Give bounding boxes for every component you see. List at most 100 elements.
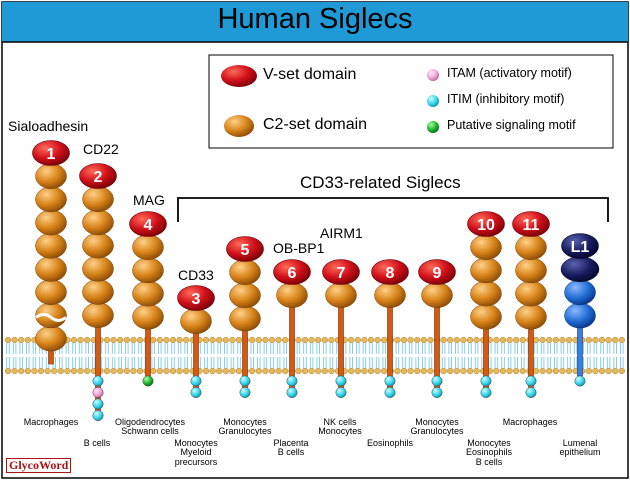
v-set-domain [371, 259, 409, 285]
lipid-head [282, 336, 289, 344]
putative-motif [142, 375, 154, 387]
lipid-head [361, 336, 368, 344]
lipid-head [216, 367, 223, 375]
lipid-head [222, 367, 229, 375]
c2-set-domain [35, 256, 67, 282]
lipid-head [546, 367, 553, 375]
lipid-head [295, 336, 302, 344]
lipid-head [295, 367, 302, 375]
lipid-head [367, 336, 375, 344]
lipid-head [123, 367, 130, 375]
lipid-head [150, 336, 157, 344]
c2-set-domain [515, 234, 547, 260]
cell-label-siglec5: Monocytes Granulocytes [218, 417, 272, 437]
c2-set-domain [421, 282, 453, 308]
lipid-head [519, 336, 526, 344]
siglec-10: 10 [467, 211, 505, 398]
itim-motif [384, 375, 396, 387]
lipid-head [354, 367, 361, 375]
cd33-group-bracket [177, 197, 609, 222]
lipid-head [605, 367, 612, 375]
c2-set-domain [82, 302, 114, 328]
lipid-head [427, 367, 434, 375]
cd33-group-label: CD33-related Siglecs [300, 173, 461, 192]
siglec-6: 6 [273, 259, 311, 398]
lipid-head [183, 367, 190, 375]
lipid-head [328, 336, 335, 344]
c2-set-domain [229, 259, 261, 285]
name-obbp1: OB-BP1 [273, 240, 325, 256]
lipid-head [169, 367, 177, 375]
lipid-head [222, 336, 229, 344]
lipid-head [235, 336, 243, 344]
lipid-head [374, 336, 381, 344]
lipid-head [229, 336, 236, 344]
lipid-head [262, 367, 269, 375]
lipid-head [51, 367, 58, 375]
lipid-head [394, 367, 401, 375]
legend-putative-swatch [427, 121, 439, 133]
itim-motif [384, 387, 396, 398]
lipid-head [420, 367, 427, 375]
lipid-head [506, 336, 513, 344]
itim-motif [480, 375, 492, 387]
lipid-head [308, 367, 315, 375]
lipid-head [539, 336, 546, 344]
lipid-head [315, 367, 322, 375]
c2-set-domain [470, 280, 502, 307]
lipid-head [321, 336, 328, 344]
siglec-number-badge: 2 [94, 169, 103, 186]
lipid-head [453, 336, 460, 344]
c2-set-domain [515, 280, 547, 307]
legend-itam-swatch [427, 69, 439, 81]
lipid-head [321, 367, 328, 375]
lipid-head [618, 336, 625, 344]
c2-set-domain [180, 308, 212, 334]
itim-motif [92, 410, 104, 421]
legend-putative-label: Putative signaling motif [447, 118, 576, 132]
lipid-head [176, 367, 183, 375]
lipid-head [592, 336, 599, 344]
lipid-head [328, 367, 335, 375]
legend-box [208, 54, 614, 149]
cell-label-siglec6: Placenta B cells [273, 438, 309, 458]
itim-motif [525, 387, 537, 398]
itim-motif [431, 375, 443, 387]
lipid-head [156, 336, 163, 344]
name-mag: MAG [133, 192, 165, 208]
lipid-head [70, 367, 78, 375]
lipid-head [235, 367, 243, 375]
c2-set-domain [35, 279, 67, 305]
legend [208, 54, 614, 149]
c2-set-domain [515, 257, 547, 284]
lipid-head [24, 367, 31, 375]
transmembrane-stem [434, 294, 440, 389]
v-set-domain [226, 236, 264, 262]
siglec-9: 9 [418, 259, 456, 398]
siglec-number-badge: 7 [337, 265, 346, 282]
lipid-head [499, 336, 507, 344]
lipid-head [255, 367, 262, 375]
legend-itim-swatch [427, 95, 439, 107]
lipid-head [169, 336, 177, 344]
name-sialoadhesin: Sialoadhesin [8, 118, 89, 134]
c2-set-domain [229, 305, 261, 332]
legend-vset-label: V-set domain [263, 66, 357, 83]
l1-domain [560, 256, 600, 282]
c2-set-domain [35, 186, 67, 213]
v-set-domain [467, 211, 505, 237]
lipid-head [163, 367, 170, 375]
lipid-head [546, 336, 553, 344]
lipid-head [585, 336, 592, 344]
lipid-head [612, 367, 619, 375]
lipid-head [493, 336, 500, 344]
siglec-8: 8 [371, 259, 409, 398]
glycoword-logo: GlycoWord [6, 458, 72, 473]
lipid-head [400, 367, 408, 375]
lipid-head [130, 336, 137, 344]
siglec-number-badge: 10 [477, 217, 495, 234]
lipid-head [532, 336, 540, 344]
siglec-number-badge: 4 [144, 217, 153, 234]
